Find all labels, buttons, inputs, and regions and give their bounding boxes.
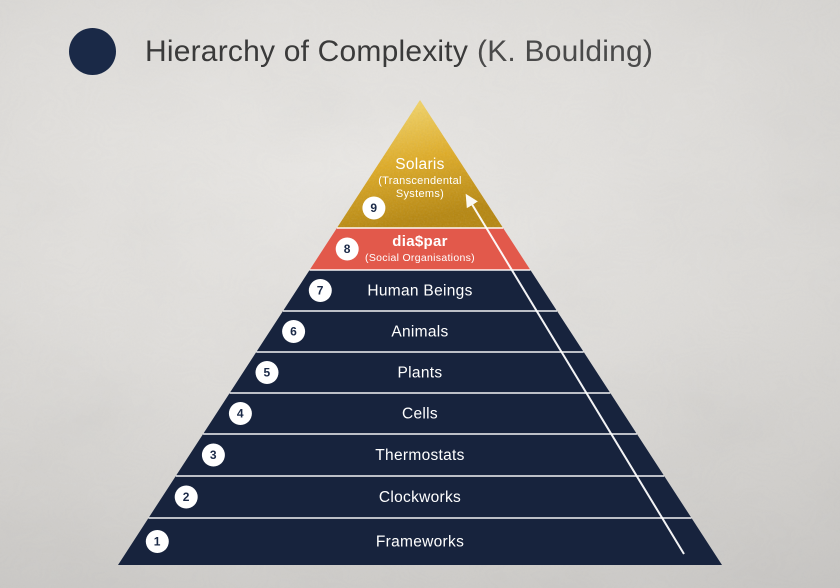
header: Hierarchy of Complexity(K. Boulding)	[69, 28, 653, 75]
level-badge-number: 5	[264, 366, 271, 380]
page-title: Hierarchy of Complexity(K. Boulding)	[145, 35, 653, 69]
level-badge-number: 9	[370, 201, 377, 215]
pyramid-level-human-beings	[283, 270, 557, 311]
level-label-solaris: Solaris	[395, 156, 444, 173]
level-label-frameworks: Frameworks	[376, 534, 464, 551]
level-label-plants: Plants	[398, 365, 443, 382]
level-label-dia-par: dia$par	[392, 233, 447, 250]
level-badge-number: 1	[154, 535, 161, 549]
pyramid-level-dia-par	[309, 228, 531, 270]
level-badge-number: 3	[210, 448, 217, 462]
level-badge-8	[335, 237, 359, 261]
level-badge-7	[308, 279, 332, 302]
pyramid-level-thermostats	[175, 434, 665, 476]
pyramid-level-plants	[229, 352, 611, 393]
pyramid-level-frameworks	[118, 518, 722, 565]
page-title-suffix: (K. Boulding)	[477, 34, 654, 68]
level-badge-number: 8	[344, 242, 351, 256]
level-label-human-beings: Human Beings	[367, 283, 472, 300]
level-sublabel: Systems)	[396, 188, 444, 200]
level-label-cells: Cells	[402, 406, 438, 423]
level-badge-number: 2	[183, 490, 190, 504]
page-title-main: Hierarchy of Complexity	[145, 34, 469, 68]
level-label-clockworks: Clockworks	[379, 489, 461, 506]
level-label-animals: Animals	[391, 324, 448, 341]
level-badge-number: 6	[290, 325, 297, 339]
pyramid-level-cells	[203, 393, 637, 434]
level-badge-9	[362, 196, 386, 220]
level-badge-number: 4	[237, 407, 244, 421]
level-label-thermostats: Thermostats	[375, 447, 464, 464]
ascent-arrow	[465, 193, 685, 555]
level-badge-5	[255, 361, 279, 384]
level-badge-2	[174, 485, 198, 509]
logo-dot	[69, 28, 116, 75]
pyramid-level-animals	[256, 311, 584, 352]
level-badge-1	[145, 530, 169, 553]
level-badge-6	[282, 320, 306, 343]
level-badge-4	[228, 402, 252, 425]
level-badge-number: 7	[317, 284, 324, 298]
level-sublabel: (Transcendental	[378, 175, 462, 187]
level-sublabel: (Social Organisations)	[365, 252, 475, 264]
level-badge-3	[201, 443, 225, 467]
pyramid-level-clockworks	[148, 476, 692, 518]
